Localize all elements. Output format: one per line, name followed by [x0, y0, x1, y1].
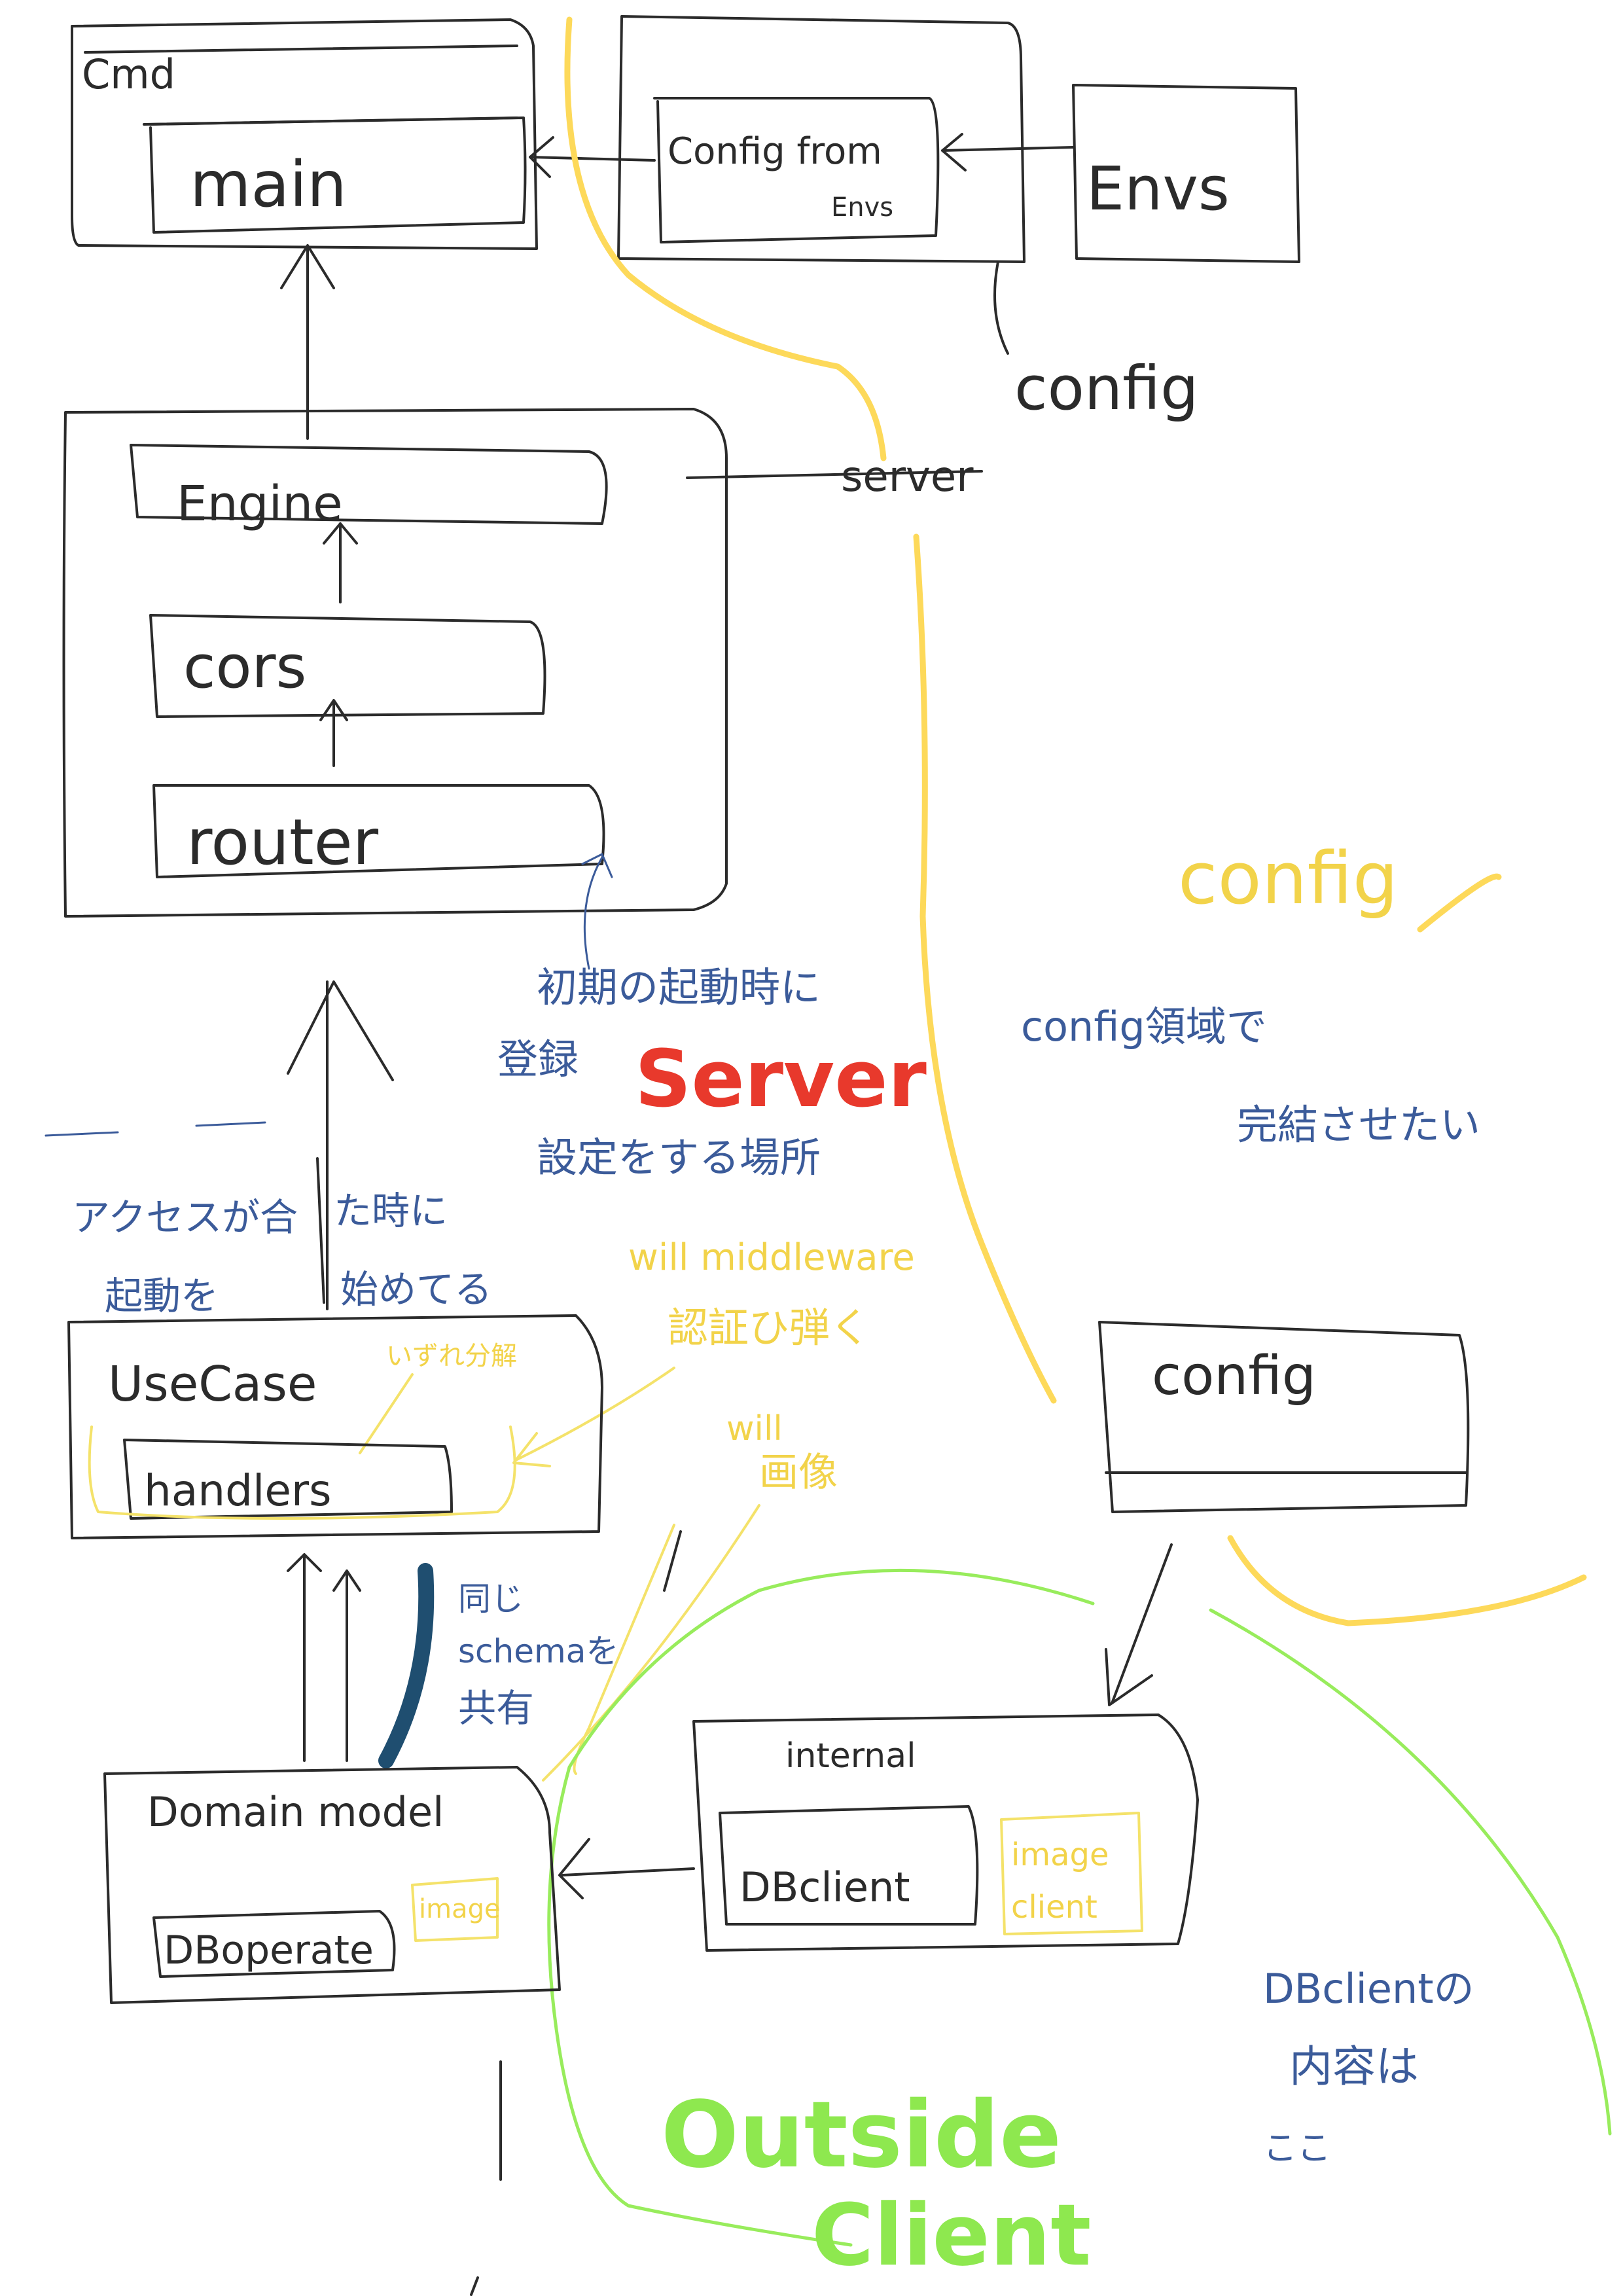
domain-model-label: Domain model: [147, 1788, 444, 1836]
db-client-to-domain-arrow: [558, 1838, 695, 1899]
config-area-note-line1: config領域で: [1021, 1003, 1267, 1050]
image-small-box: image: [411, 1877, 501, 1942]
config-label-top: config: [1014, 353, 1199, 423]
main-label: main: [190, 148, 347, 221]
usecase-label: UseCase: [108, 1356, 317, 1412]
domain-to-usecase-arrow-a: [287, 1553, 322, 1762]
envs-to-config-arrow: [941, 133, 1075, 171]
cors-to-engine-arrow: [323, 522, 358, 603]
envs-box: Envs: [1072, 84, 1300, 263]
init-note-line1: 初期の起動時に: [537, 963, 821, 1011]
engine-label: Engine: [177, 476, 343, 532]
db-client-note-line2: 内容は: [1289, 2041, 1419, 2092]
config-box: config: [1098, 1321, 1470, 1513]
main-box: main: [143, 117, 527, 234]
config-area-big: config: [1178, 836, 1399, 920]
router-to-cors-arrow: [319, 699, 348, 767]
server-box: server: [62, 408, 983, 918]
db-client-note-line1: DBclientの: [1263, 1965, 1474, 2013]
db-client-note-line3: ここ: [1263, 2129, 1331, 2168]
envs-label: Envs: [1086, 154, 1230, 224]
middleware-line2: 認証ひ弾く: [668, 1304, 870, 1352]
shared-schema-line2: schemaを: [458, 1632, 618, 1670]
db-operate-box: DBoperate: [152, 1910, 396, 1978]
config-boundary-curve-top: [564, 16, 887, 461]
db-operate-label: DBoperate: [164, 1928, 374, 1973]
outside-line2: Client: [812, 2185, 1091, 2285]
usecase-to-server-arrow: [287, 980, 394, 1310]
middleware-arrow: [512, 1367, 675, 1467]
config-from-envs-line1: Config from: [668, 130, 882, 173]
access-note-dash-a: [45, 1131, 119, 1137]
config-boundary-curve-mid: [913, 533, 1057, 1404]
config-from-envs-outer-box: [617, 15, 1026, 263]
router-box: router: [152, 784, 605, 879]
access-note-line2: 起動を: [105, 1274, 219, 1318]
router-label: router: [187, 806, 379, 879]
will-image-line: [542, 1504, 760, 1782]
db-client-box: DBclient: [719, 1805, 979, 1926]
access-note-line3: た時に: [334, 1189, 448, 1233]
config-from-envs-box: Config from Envs: [653, 97, 940, 243]
cmd-box: Cmd: [71, 18, 538, 250]
handlers-box: handlers: [88, 1426, 516, 1520]
will-image-line1: will: [726, 1409, 783, 1448]
engine-to-main-arrow: [280, 244, 335, 440]
access-note-dash-b: [195, 1121, 266, 1127]
config-area-underline: [1417, 873, 1502, 933]
engine-box: Engine: [130, 444, 608, 532]
config-from-envs-line2: Envs: [831, 192, 893, 223]
outside-boundary-curve-right: [1209, 1608, 1612, 2136]
shared-schema-line1: 同じ: [458, 1580, 524, 1618]
config-box-label: config: [1152, 1345, 1316, 1407]
usecase-yellow-arrow: [359, 1373, 414, 1454]
cors-label: cors: [183, 633, 306, 702]
config-leader-line: [993, 260, 1009, 355]
cmd-label: Cmd: [82, 50, 175, 98]
db-client-label: DBclient: [740, 1863, 910, 1911]
outside-boundary-curve-left: [547, 1568, 1095, 2247]
config-to-internal-arrow: [1105, 1543, 1173, 1706]
config-boundary-curve-bottom: [1227, 1535, 1587, 1626]
middleware-line1: will middleware: [628, 1236, 915, 1279]
init-note-line3: 設定をする場所: [537, 1134, 821, 1181]
will-image-line2: 画像: [759, 1450, 838, 1496]
cors-box: cors: [149, 614, 546, 718]
outside-line1: Outside: [661, 2082, 1061, 2189]
access-note-line4: 始めてる: [340, 1267, 492, 1312]
stray-stroke-c: [663, 1530, 682, 1592]
config-area-note-line2: 完結させたい: [1237, 1101, 1480, 1149]
image-small-label: image: [419, 1894, 501, 1924]
init-note-line2: 登録: [497, 1035, 579, 1083]
usecase-yellow-note: いずれ分解: [386, 1341, 517, 1371]
domain-to-usecase-arrow-b: [332, 1570, 361, 1762]
server-red-label: Server: [635, 1034, 927, 1125]
server-label: server: [841, 453, 974, 501]
internal-label: internal: [785, 1736, 916, 1776]
handlers-label: handlers: [144, 1465, 331, 1516]
stray-stroke-b: [470, 2276, 479, 2296]
image-client-box: image client: [1000, 1812, 1143, 1935]
access-note-line1: アクセスが合: [72, 1195, 298, 1240]
shared-schema-line3: 共有: [458, 1686, 534, 1731]
image-client-line2: client: [1011, 1889, 1097, 1926]
image-client-line1: image: [1011, 1837, 1109, 1873]
shared-schema-bar: [378, 1563, 435, 1768]
init-note-arrow: [581, 853, 613, 970]
internal-box: internal: [692, 1713, 1199, 1952]
config-to-main-arrow: [529, 136, 656, 178]
domain-model-box: Domain model: [103, 1766, 561, 2004]
